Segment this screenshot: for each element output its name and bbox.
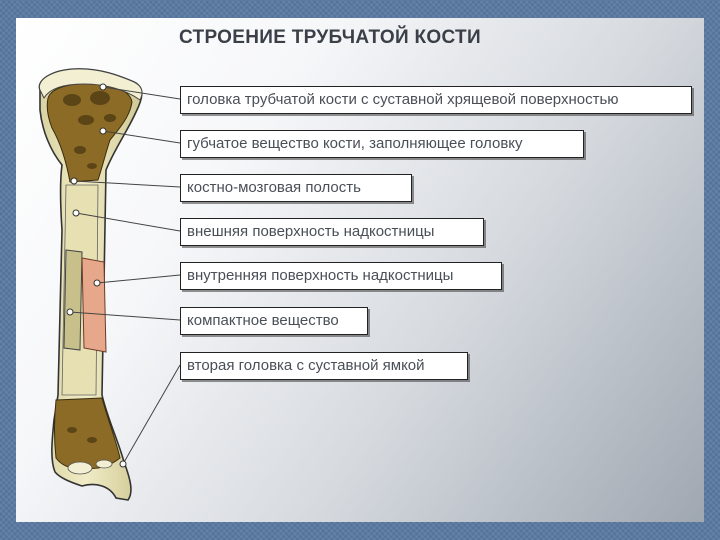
leader-lines: [69, 86, 181, 465]
marker-dot-3: [70, 177, 78, 185]
articular-cartilage: [38, 68, 143, 101]
leader-line-5: [96, 274, 181, 284]
periosteum-inner-flap: [81, 257, 107, 353]
label-second-head: вторая головка с суставной ямкой: [180, 352, 468, 380]
spongy-pore: [63, 94, 81, 106]
marker-dot-4: [72, 209, 80, 217]
label-periosteum-inner: внутренняя поверхность надкостницы: [180, 262, 502, 290]
leader-line-3: [73, 180, 181, 188]
marker-dot-5: [93, 279, 101, 287]
periosteum-outer-cut: [63, 249, 83, 351]
slide-title: СТРОЕНИЕ ТРУБЧАТОЙ КОСТИ: [179, 27, 481, 48]
leader-line-2: [102, 130, 181, 144]
spongy-pore: [104, 114, 116, 122]
leader-line-7: [122, 364, 181, 465]
spongy-pore: [74, 146, 86, 154]
marker-dot-2: [99, 127, 107, 135]
label-bone-head: головка трубчатой кости с суставной хрящ…: [180, 86, 692, 114]
spongy-pore: [67, 427, 77, 433]
spongy-pore: [87, 437, 97, 443]
spongy-pore: [95, 459, 113, 469]
spongy-head-bottom: [54, 397, 121, 469]
label-spongy-substance: губчатое вещество кости, заполняющее гол…: [180, 130, 584, 158]
leader-line-1: [102, 86, 181, 100]
marker-dot-6: [66, 308, 74, 316]
label-compact-substance: компактное вещество: [180, 307, 368, 335]
marker-dot-7: [119, 460, 127, 468]
spongy-pore: [87, 163, 97, 169]
spongy-pore: [78, 115, 94, 125]
spongy-pore: [67, 461, 93, 475]
label-medullary-cavity: костно-мозговая полость: [180, 174, 412, 202]
label-periosteum-outer: внешняя поверхность надкостницы: [180, 218, 484, 246]
leader-line-4: [75, 212, 181, 232]
spongy-pore: [90, 91, 110, 105]
leader-line-6: [69, 311, 181, 321]
marker-dot-1: [99, 83, 107, 91]
